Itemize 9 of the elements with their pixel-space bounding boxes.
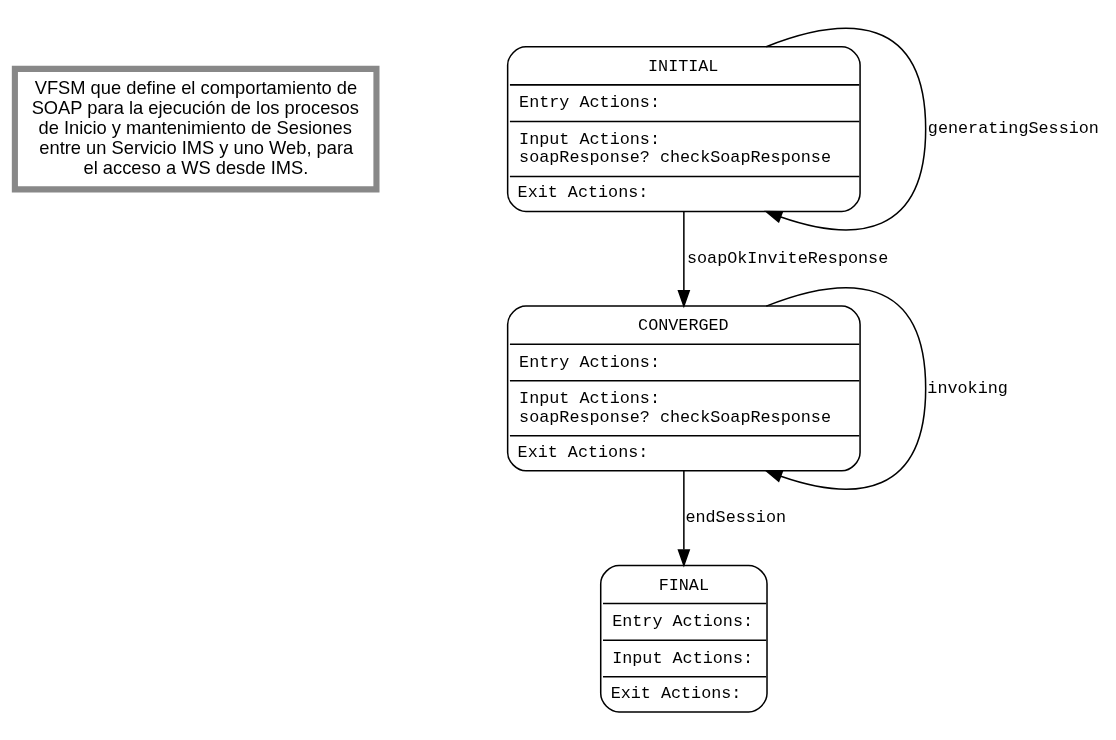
- arrow: [677, 210, 691, 309]
- arrow: [764, 27, 927, 231]
- edge-label: invoking: [927, 378, 1008, 398]
- node-box: VFSM que define el comportamiento de SOAP para la ejecución de los procesos de Inicio y mantenimiento de Sesiones entre un Servicio IMS y uno Web, para el acceso a WS desde IMS.: [11, 65, 380, 193]
- arrow: [677, 470, 691, 568]
- edge-label: endSession: [685, 508, 787, 528]
- edge-label: soapOkInviteResponse: [686, 249, 889, 269]
- edge-label: generatingSession: [927, 119, 1099, 139]
- arrow: [764, 287, 927, 490]
